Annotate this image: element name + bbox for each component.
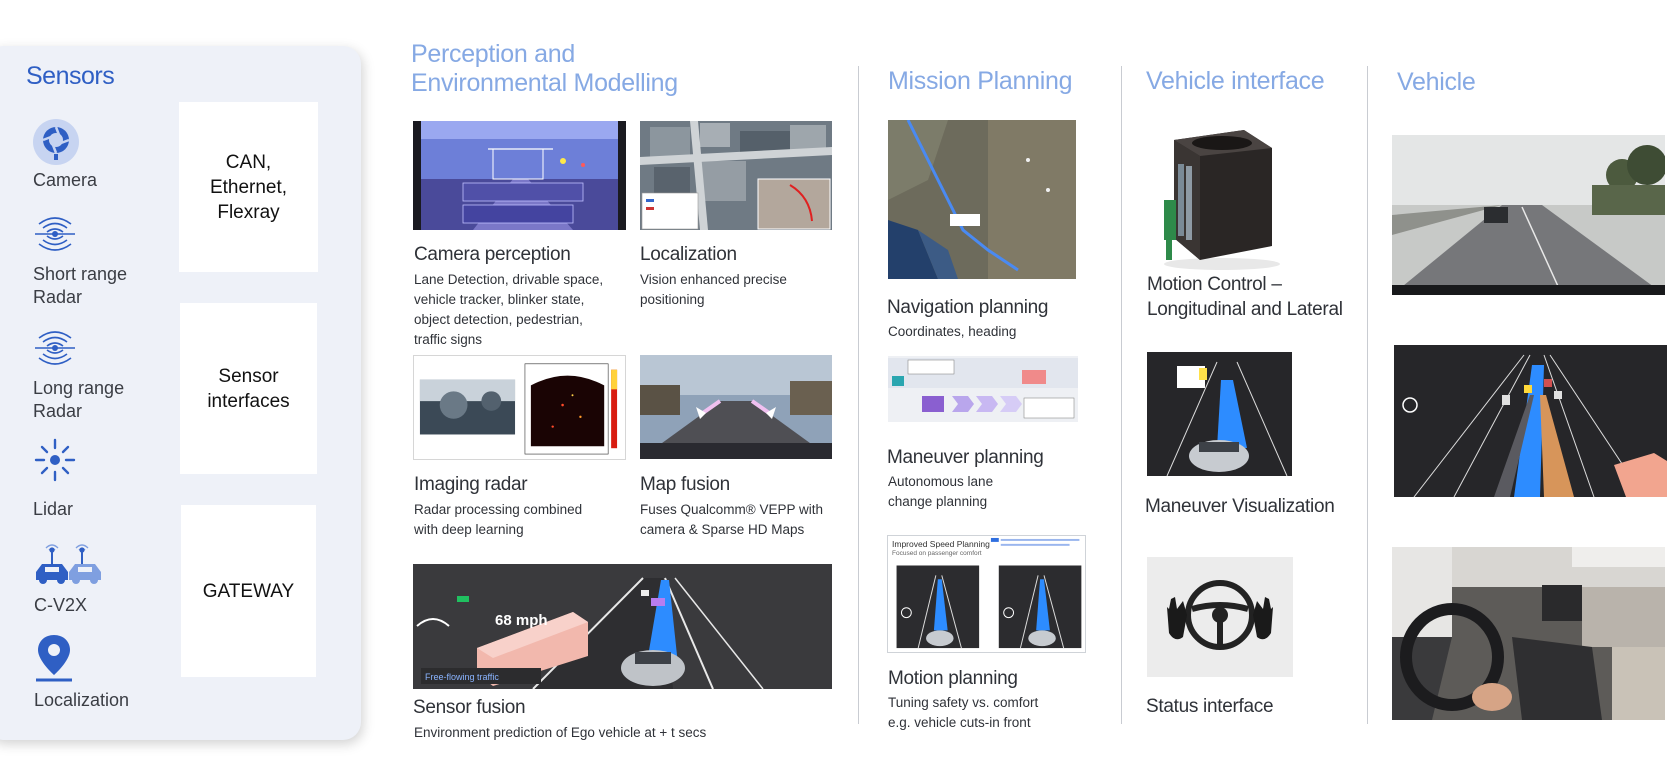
motion-planning-image: Improved Speed Planning Focused on passe… (887, 535, 1086, 653)
camera-perception-body: Lane Detection, drivable space, vehicle … (414, 270, 603, 350)
interface-label-can: CAN, Ethernet, Flexray (209, 151, 288, 223)
column-divider (858, 66, 859, 724)
column-divider (1121, 66, 1122, 724)
localization-body: Vision enhanced precise positioning (640, 270, 787, 310)
map-fusion-body-line: Fuses Qualcomm® VEPP with (640, 502, 824, 517)
interface-box-can: CAN, Ethernet, Flexray (179, 102, 318, 272)
localization-title: Localization (640, 244, 737, 265)
cars-signal-icon (33, 538, 107, 588)
map-fusion-body: Fuses Qualcomm® VEPP with camera & Spars… (640, 500, 823, 540)
imaging-radar-title: Imaging radar (414, 474, 528, 495)
sensor-label-long-range-radar: Long range Radar (33, 378, 125, 421)
motion-control-title-line1: Motion Control – (1147, 274, 1282, 295)
interface-box-sensor-interfaces: Sensor interfaces (180, 303, 317, 474)
sensor-fusion-title: Sensor fusion (413, 697, 526, 718)
vehicle-interior-photo (1392, 547, 1665, 720)
perception-title-line1: Perception and (411, 40, 575, 68)
map-fusion-body-line: camera & Sparse HD Maps (640, 522, 805, 537)
navigation-map-image (888, 120, 1076, 279)
navigation-planning-body: Coordinates, heading (888, 324, 1017, 339)
sensor-label-lidar: Lidar (33, 499, 74, 519)
sensor-label-localization: Localization (34, 690, 130, 710)
traffic-label: Free-flowing traffic (425, 672, 499, 682)
radar-icon (32, 210, 78, 258)
motion-planning-title: Motion planning (888, 668, 1018, 689)
camera-perception-image (413, 121, 626, 230)
motion-image-title: Improved Speed Planning (892, 539, 990, 549)
sensor-fusion-image: 68 mph Free-flowing traffic (413, 564, 832, 689)
vehicle-title: Vehicle (1397, 68, 1476, 96)
maneuver-visualization-image (1147, 352, 1292, 476)
navigation-planning-title: Navigation planning (887, 297, 1049, 318)
camera-perception-body-line: vehicle tracker, blinker state, (414, 292, 585, 307)
imaging-radar-image (413, 355, 626, 460)
imaging-radar-body-line: with deep learning (414, 522, 524, 537)
vehicle-visualization-image (1394, 345, 1667, 497)
maneuver-visualization-title: Maneuver Visualization (1145, 496, 1335, 517)
sensors-title: Sensors (26, 62, 115, 90)
localization-body-line: positioning (640, 292, 705, 307)
lidar-icon (34, 438, 76, 484)
camera-perception-body-line: Lane Detection, drivable space, (414, 272, 604, 287)
localization-body-line: Vision enhanced precise (640, 272, 787, 287)
camera-perception-title: Camera perception (414, 244, 571, 265)
maneuver-planning-body-line: change planning (888, 494, 988, 509)
compute-box-image (1144, 120, 1284, 270)
sensor-label-short-range-radar: Short range Radar (33, 264, 128, 307)
camera-perception-body-line: object detection, pedestrian, (414, 312, 583, 327)
maneuver-planning-body: Autonomous lane change planning (888, 472, 993, 512)
interface-box-gateway: GATEWAY (181, 505, 316, 677)
motion-image-subtitle: Focused on passenger comfort (892, 550, 982, 557)
maneuver-planning-body-line: Autonomous lane (888, 474, 994, 489)
imaging-radar-body: Radar processing combined with deep lear… (414, 500, 582, 540)
sensor-label-camera: Camera (33, 170, 98, 190)
perception-title-line2: Environmental Modelling (411, 69, 678, 97)
vehicle-interface-title: Vehicle interface (1146, 67, 1325, 95)
motion-control-title: Motion Control – Longitudinal and Latera… (1147, 272, 1343, 322)
sensor-label-c-v2x: C-V2X (34, 595, 88, 615)
map-fusion-title: Map fusion (640, 474, 730, 495)
imaging-radar-body-line: Radar processing combined (414, 502, 583, 517)
localization-image (640, 121, 832, 230)
perception-title: Perception and Environmental Modelling (411, 40, 678, 98)
status-interface-title: Status interface (1146, 696, 1274, 717)
mission-planning-title: Mission Planning (888, 67, 1073, 95)
location-pin-icon (34, 633, 74, 683)
column-divider (1367, 66, 1368, 724)
highway-photo (1392, 135, 1665, 295)
interface-label-sensor: Sensor interfaces (207, 365, 290, 412)
interface-label-gateway: GATEWAY (202, 580, 295, 602)
speed-readout: 68 mph (495, 612, 548, 629)
camera-perception-body-line: traffic signs (414, 332, 483, 347)
radar-icon (32, 324, 78, 372)
sensor-fusion-body: Environment prediction of Ego vehicle at… (414, 725, 707, 740)
maneuver-diagram-image (888, 356, 1078, 422)
camera-icon (32, 118, 80, 166)
motion-control-title-line2: Longitudinal and Lateral (1147, 299, 1343, 320)
motion-planning-body-line: Tuning safety vs. comfort (888, 695, 1039, 710)
map-fusion-image (640, 355, 832, 459)
motion-planning-body: Tuning safety vs. comfort e.g. vehicle c… (888, 693, 1038, 733)
status-interface-image (1147, 557, 1293, 677)
maneuver-planning-title: Maneuver planning (887, 447, 1044, 468)
motion-planning-body-line: e.g. vehicle cuts-in front (888, 715, 1031, 730)
